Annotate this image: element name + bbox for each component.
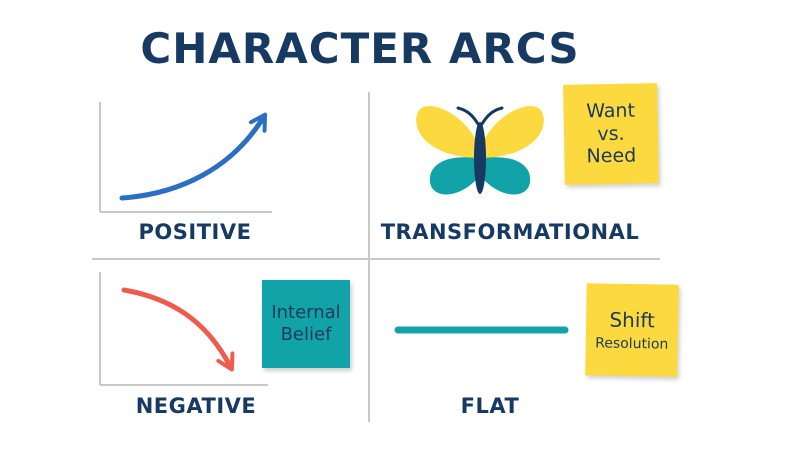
label-transformational: TRANSFORMATIONAL [380,220,640,244]
falling-arrow-icon [121,287,235,372]
rising-arrow-icon [119,112,268,201]
page-title: CHARACTER ARCS [140,24,580,73]
note-line: vs. [597,122,625,145]
label-flat: FLAT [460,394,520,418]
horizontal-divider [92,258,660,260]
note-line: Resolution [595,334,669,353]
positive-axes [99,102,272,213]
note-shift-resolution: Shift Resolution [585,283,679,377]
note-want-vs-need: Want vs. Need [563,83,659,185]
note-line: Want [586,99,636,123]
note-line: Internal [271,302,341,324]
butterfly-icon [416,106,544,195]
note-internal-belief: Internal Belief [262,280,350,368]
label-negative: NEGATIVE [135,394,257,418]
note-line: Belief [280,324,332,345]
note-line: Need [586,144,637,168]
negative-axes [99,272,268,386]
note-line: Shift [609,307,656,332]
vertical-divider [368,92,370,422]
label-positive: POSITIVE [138,220,252,244]
